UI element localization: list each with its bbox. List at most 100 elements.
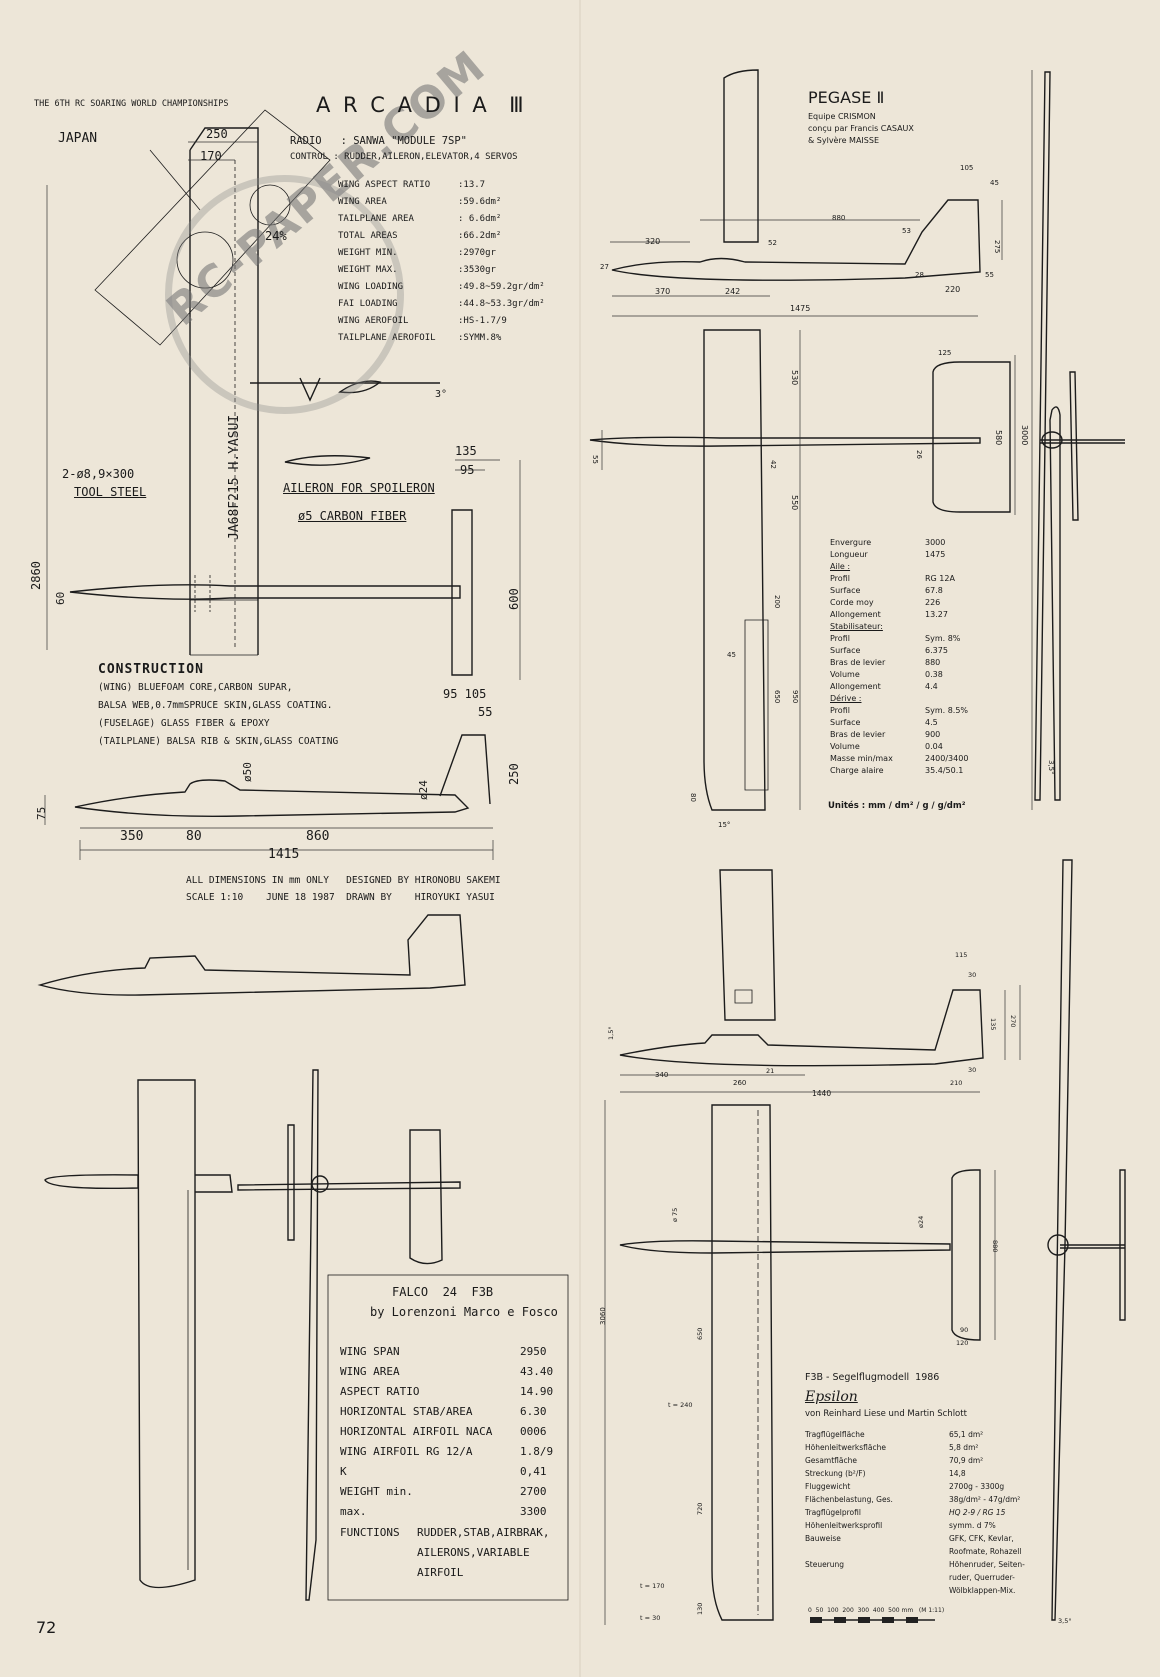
dim-label: 95: [460, 463, 475, 477]
dim-label: 950: [791, 690, 799, 704]
arcadia-title: A R C A D I A Ⅲ: [316, 93, 527, 117]
dim-label: 135: [455, 444, 477, 458]
dim-label: 370: [655, 287, 671, 296]
dim-label: 45: [727, 651, 736, 659]
dim-label: 75: [35, 806, 48, 820]
dim-label: 80: [689, 793, 697, 802]
spec-row: TAILPLANE AREA: 6.6dm²: [338, 214, 502, 224]
construction-line: (FUSELAGE) GLASS FIBER & EPOXY: [98, 718, 270, 729]
dim-label: 880: [991, 1240, 999, 1253]
dim-label: 880: [832, 214, 846, 222]
dim-label: 95 105: [443, 687, 487, 701]
spec-row: WING LOADING:49.8~59.2gr/dm²: [338, 282, 545, 292]
dim-label: 275: [993, 240, 1001, 254]
spec-row: Aile :: [830, 562, 851, 571]
falco-title: FALCO 24 F3B: [392, 1285, 494, 1299]
dim-label: 120: [956, 1339, 969, 1347]
spec-row: Stabilisateur:: [830, 622, 883, 631]
dim-label: 30: [968, 971, 977, 979]
dim-label: 53: [902, 227, 911, 235]
arcadia-side-view: [44, 734, 494, 860]
dim-label: 650: [773, 690, 781, 704]
construction-line: BALSA WEB,0.7mmSPRUCE SKIN,GLASS COATING…: [98, 700, 333, 711]
falco-functions: RUDDER,STAB,AIRBRAK,: [417, 1526, 550, 1539]
watermark-seal: [165, 175, 404, 414]
arcadia-header: THE 6TH RC SOARING WORLD CHAMPIONSHIPS: [34, 99, 229, 109]
dim-label: 260: [733, 1079, 747, 1087]
dim-label: 28: [915, 271, 924, 279]
dim-label: 125: [938, 349, 952, 357]
spec-row: WING AREA:59.6dm²: [338, 197, 502, 207]
dim-label: 55: [478, 705, 493, 719]
dim-label: 250: [206, 127, 228, 141]
dim-label: 1475: [790, 304, 811, 313]
construction-title: CONSTRUCTION: [98, 662, 204, 677]
dim-label: ø24: [417, 780, 430, 800]
spec-row: Flächenbelastung, Ges.38g/dm² - 47g/dm²: [805, 1495, 1021, 1504]
dim-label: 600: [507, 588, 521, 610]
dim-label: 1440: [812, 1089, 832, 1098]
dim-label: ø50: [241, 762, 254, 782]
dim-label: 55: [591, 455, 599, 464]
dim-label: 52: [768, 239, 777, 247]
epsilon-front-view: [1047, 859, 1126, 1621]
dim-label: ø 75: [671, 1207, 679, 1222]
dim-label: 650: [696, 1327, 704, 1340]
dim-label: 340: [655, 1071, 669, 1079]
spec-row: WING ASPECT RATIO:13.7: [338, 180, 486, 190]
dim-label: 3°: [435, 389, 448, 400]
arcadia-radio: RADIO : SANWA "MODULE 7SP": [290, 135, 468, 147]
dim-label: 320: [645, 237, 661, 246]
falco-side-view: [37, 914, 466, 996]
spec-row: ruder, Querruder-: [949, 1573, 1015, 1582]
epsilon-scale-label: 0 50 100 200 300 400 500 mm (M 1:11): [808, 1607, 945, 1614]
pegase-wing-panel-top: [723, 69, 759, 243]
falco-functions: AILERONS,VARIABLE: [417, 1546, 530, 1559]
dim-label: 210: [950, 1079, 963, 1087]
dim-label: 42: [769, 460, 777, 469]
dim-label: 530: [790, 370, 799, 386]
dim-label: 3000: [1020, 425, 1029, 446]
arcadia-ballast: 2-ø8,9×300: [62, 467, 135, 481]
pegase-units: Unités : mm / dm² / g / g/dm²: [828, 801, 966, 811]
dim-label: 580: [994, 430, 1003, 446]
dim-label: t = 30: [640, 1614, 661, 1622]
dim-label: 90: [960, 1326, 969, 1334]
dim-label: 21: [766, 1067, 775, 1075]
dim-label: 270: [1009, 1015, 1017, 1028]
arcadia-footer: SCALE 1:10 JUNE 18 1987 DRAWN BY HIROYUK…: [186, 892, 495, 903]
falco-authors: by Lorenzoni Marco e Fosco: [370, 1305, 558, 1319]
pegase-title: PEGASE Ⅱ: [808, 88, 885, 107]
arcadia-footer: ALL DIMENSIONS IN mm ONLY DESIGNED BY HI…: [186, 875, 501, 886]
dim-label: 55: [985, 271, 994, 279]
dim-label: 1415: [268, 847, 300, 862]
spec-row: max.3300: [340, 1505, 547, 1518]
dim-label: 350: [120, 829, 144, 844]
dim-label: t = 170: [640, 1582, 665, 1590]
dim-label: 27: [600, 263, 609, 271]
spec-row: WEIGHT MIN.:2970gr: [338, 248, 496, 258]
dim-label: 720: [696, 1502, 704, 1515]
falco-functions: AIRFOIL: [417, 1566, 464, 1579]
dim-label: 130: [696, 1602, 704, 1615]
spec-row: TOTAL AREAS:66.2dm²: [338, 231, 502, 241]
arcadia-ballast-material: TOOL STEEL: [74, 485, 147, 499]
